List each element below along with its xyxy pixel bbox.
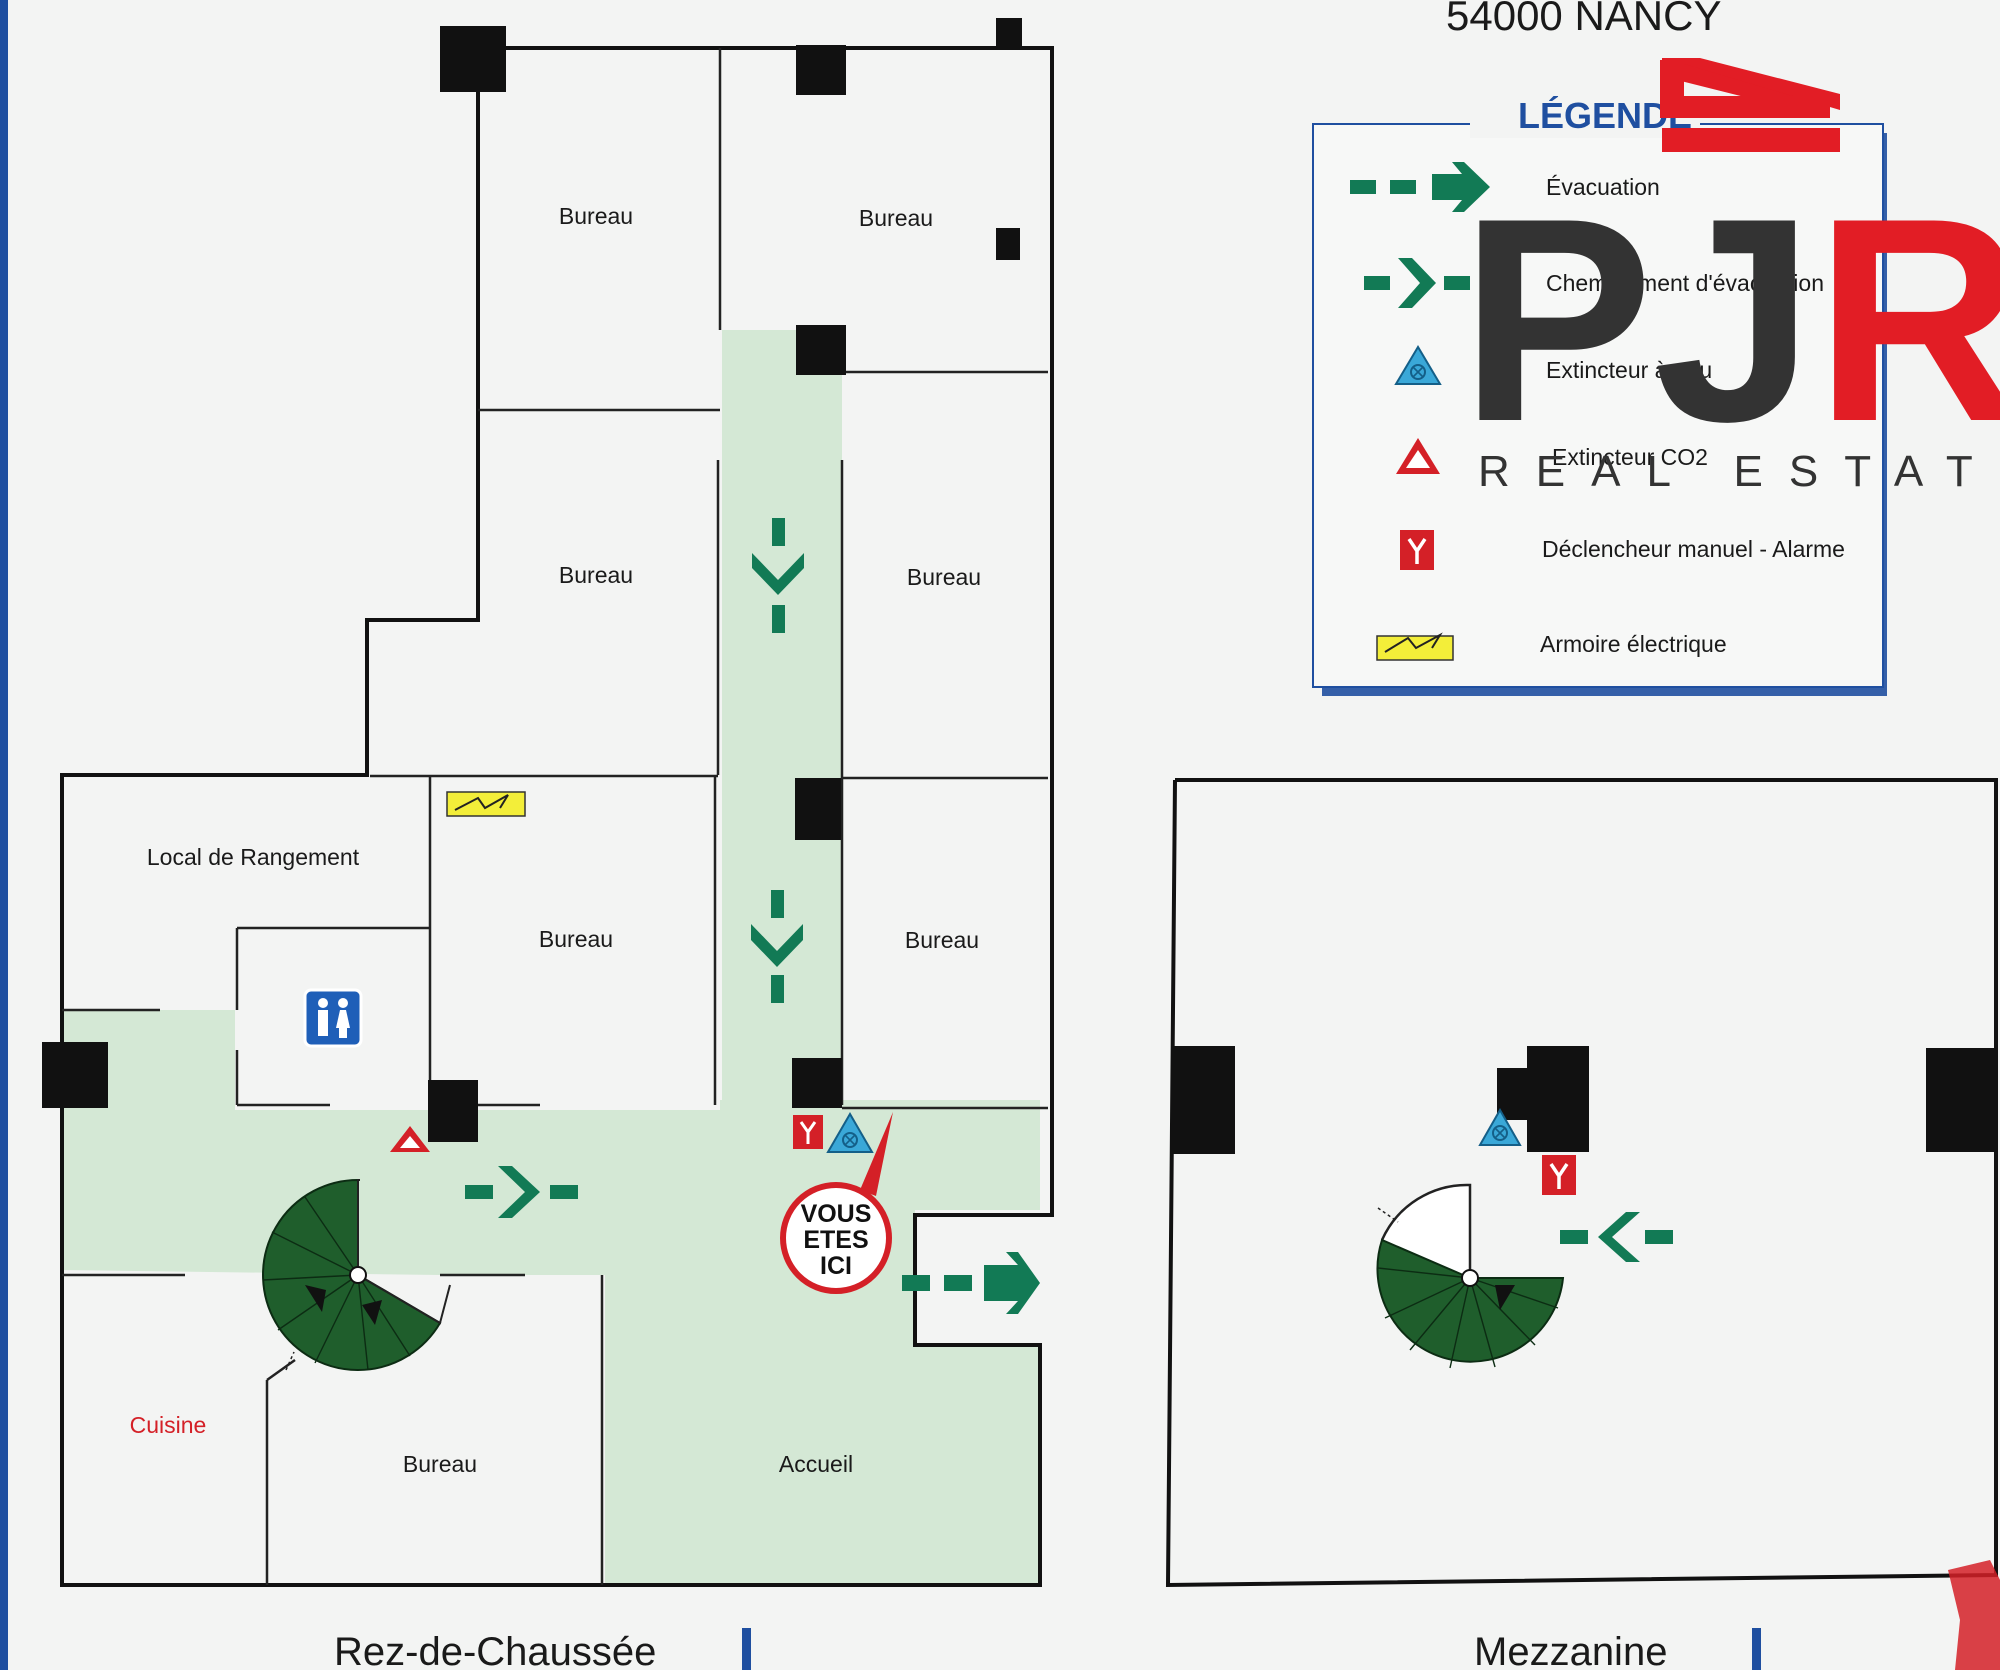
pillar — [1527, 1046, 1589, 1152]
you-are-here-marker: VOUS ETES ICI — [780, 1112, 893, 1294]
pjr-logo-watermark: PJR REAL ESTATE — [1460, 58, 2000, 496]
legend-label: Cheminement d'évacuation — [1546, 270, 1824, 296]
spiral-staircase — [262, 1178, 451, 1371]
room-label-bureau: Bureau — [539, 926, 613, 952]
room-label-kitchen: Cuisine — [130, 1412, 207, 1438]
ground-floor-plan: Bureau Bureau Bureau Bureau Local de Ran… — [42, 18, 1054, 1670]
sticker-fragment — [1948, 1560, 2000, 1670]
legend-label: Extincteur CO2 — [1552, 444, 1708, 470]
pillar — [1926, 1048, 1996, 1152]
alarm-trigger-icon — [1542, 1155, 1576, 1195]
you-are-here-line: ICI — [820, 1252, 852, 1280]
room-label-bureau: Bureau — [905, 927, 979, 953]
mezzanine-title: Mezzanine — [1474, 1630, 1667, 1670]
legend-label: Déclencheur manuel - Alarme — [1542, 536, 1845, 562]
you-are-here-line: ETES — [803, 1226, 868, 1254]
co2-extinguisher-icon — [1396, 438, 1440, 474]
room-label-bureau: Bureau — [859, 205, 933, 231]
room-label-storage: Local de Rangement — [147, 844, 360, 870]
logo-tagline: REAL ESTATE — [1478, 447, 2000, 496]
evacuation-corridor-area — [60, 330, 1040, 1585]
evacuation-path-arrow-down — [751, 890, 803, 1003]
room-label-bureau: Bureau — [559, 203, 633, 229]
restroom-icon — [303, 988, 363, 1048]
evacuation-path-icon — [1364, 258, 1470, 308]
ground-floor-title: Rez-de-Chaussée — [334, 1630, 656, 1670]
alarm-trigger-icon — [1400, 530, 1434, 570]
room-label-reception: Accueil — [779, 1451, 853, 1477]
spiral-staircase — [1376, 1183, 1565, 1369]
pillar — [1171, 1046, 1235, 1154]
logo-brand-text: PJR — [1460, 158, 2000, 482]
room-label-bureau: Bureau — [907, 564, 981, 590]
electrical-cabinet-icon — [446, 791, 526, 817]
structural-pillars — [42, 18, 1022, 1142]
evacuation-path-arrow-down — [752, 518, 804, 633]
legend-label: Évacuation — [1546, 174, 1660, 200]
ground-outer-wall — [60, 46, 1054, 1587]
title-accent-bar — [1752, 1628, 1761, 1670]
water-extinguisher-icon — [1394, 345, 1442, 385]
title-accent-bar — [742, 1628, 751, 1670]
legend-label: Extincteur à eau — [1546, 357, 1712, 383]
electrical-cabinet-icon — [1376, 632, 1454, 661]
ground-interior-walls — [62, 48, 1048, 1585]
evacuation-path-arrow-left — [1560, 1212, 1673, 1262]
water-extinguisher-icon — [826, 1112, 874, 1153]
room-label-bureau: Bureau — [403, 1451, 477, 1477]
evacuation-exit-arrow — [902, 1252, 1040, 1314]
alarm-trigger-icon — [793, 1115, 823, 1149]
board-frame-edge — [0, 0, 8, 1670]
water-extinguisher-icon — [1478, 1107, 1522, 1146]
address-text: 54000 NANCY — [1446, 0, 1721, 39]
evacuation-arrow-icon — [1350, 162, 1490, 212]
you-are-here-line: VOUS — [801, 1200, 872, 1228]
legend-label: Armoire électrique — [1540, 631, 1727, 657]
evacuation-path-arrow-right — [465, 1166, 578, 1218]
room-label-bureau: Bureau — [559, 562, 633, 588]
co2-extinguisher-icon — [390, 1126, 430, 1152]
